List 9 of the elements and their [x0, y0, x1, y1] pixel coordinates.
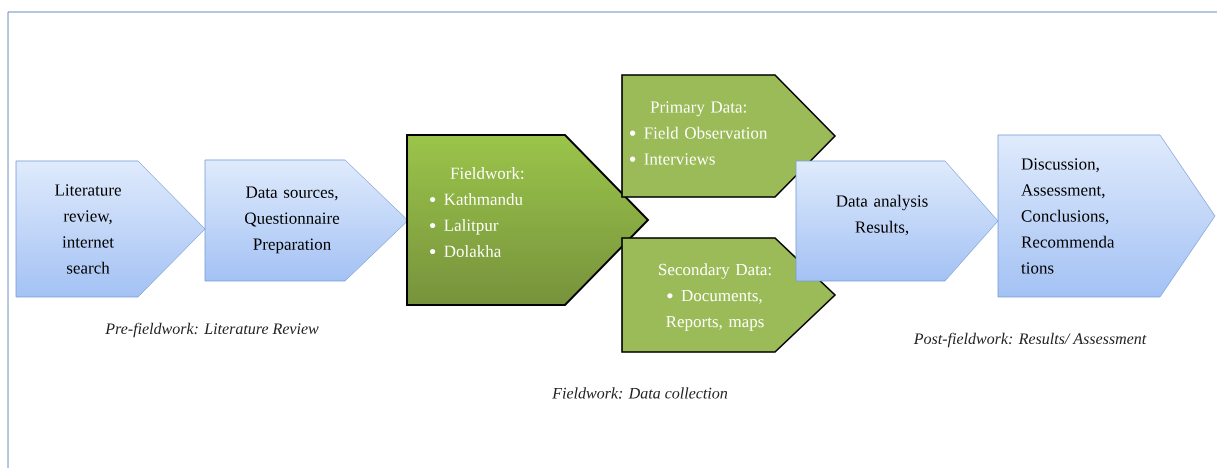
arrow-box: Primary Data: Field Observation Interviews [621, 74, 837, 198]
caption: Post-fieldwork: Results/ Assessment [913, 332, 1147, 348]
arrow-box: Discussion, Assessment, Conclusions, Recommenda tions [997, 134, 1216, 298]
arrow-box: Secondary Data: Documents, Reports, maps [621, 237, 837, 353]
caption: Pre-fieldwork: Literature Review [105, 322, 319, 338]
arrow-box: Data analysis Results, [795, 160, 999, 282]
caption: Fieldwork: Data collection [552, 387, 728, 399]
arrow-box: Literature review, internet search [15, 160, 206, 298]
arrow-box: Data sources, Questionnaire Preparation [204, 159, 409, 282]
